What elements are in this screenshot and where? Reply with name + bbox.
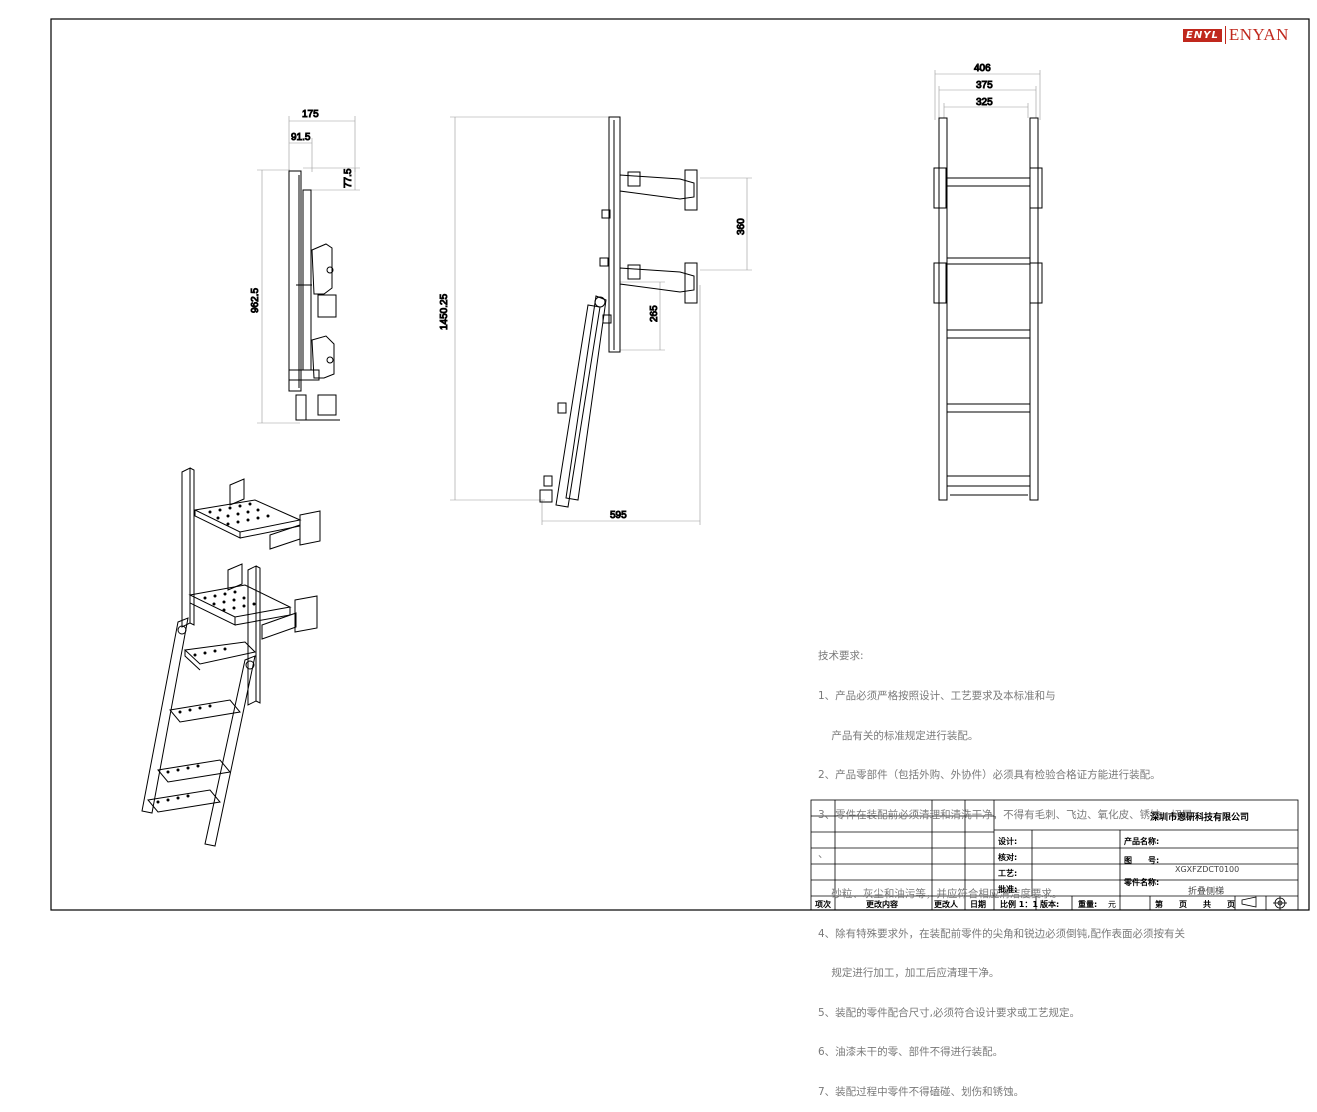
weight-unit: 元 xyxy=(1108,900,1116,909)
notes-heading: 技术要求: xyxy=(818,650,864,663)
dim-bracket-spacing: 360 xyxy=(736,218,747,235)
logo-separator xyxy=(1224,26,1226,44)
dim-front-height: 1450.25 xyxy=(439,293,450,330)
note-line: 2、产品零部件（包括外购、外协件）必须具有检验合格证方能进行装配。 xyxy=(818,769,1161,782)
scale-label: 比例 1：1 xyxy=(1000,900,1038,909)
part-name-label: 零件名称: xyxy=(1124,878,1160,887)
dim-side-offset: 77.5 xyxy=(343,168,354,188)
dim-front-depth: 595 xyxy=(610,510,627,521)
weight-label: 重量: xyxy=(1078,900,1098,909)
dim-back-mid: 375 xyxy=(976,80,993,91)
note-line: 砂粒、灰尘和油污等，并应符合相应清洁度要求。 xyxy=(818,887,1063,900)
part-name: 折叠侧梯 xyxy=(1188,887,1225,897)
page-label: 第 页 共 页 xyxy=(1155,900,1235,909)
note-line: 、 xyxy=(818,848,829,861)
product-name-label: 产品名称: xyxy=(1124,837,1160,846)
isometric-view xyxy=(141,467,321,847)
back-view: 406 375 325 xyxy=(933,63,1043,501)
note-line: 6、油漆未干的零、部件不得进行装配。 xyxy=(818,1046,1004,1059)
company-logo: ENYL ENYAN xyxy=(1183,24,1289,46)
revision-date-header: 日期 xyxy=(970,900,986,909)
note-line: 规定进行加工，加工后应清理干净。 xyxy=(818,967,1000,980)
note-line: 1、产品必须严格按照设计、工艺要求及本标准和与 xyxy=(818,690,1056,702)
note-line: 5、装配的零件配合尺寸,必须符合设计要求或工艺规定。 xyxy=(818,1006,1081,1019)
revision-person-header: 更改人 xyxy=(934,900,958,909)
sheet-border xyxy=(50,18,1310,911)
dim-back-inner: 325 xyxy=(976,97,993,108)
process-label: 工艺: xyxy=(998,869,1018,878)
approve-label: 批准: xyxy=(998,885,1018,894)
front-view: 1450.25 595 360 265 xyxy=(439,116,752,525)
note-line: 3、零件在装配前必须清理和清洗干净，不得有毛刺、飞边、氧化皮、锈蚀、切屑 xyxy=(818,808,1193,821)
version-label: 版本: xyxy=(1040,900,1060,909)
company-name: 深圳市恩研科技有限公司 xyxy=(1150,813,1250,823)
dim-side-height: 962.5 xyxy=(250,288,261,313)
logo-text: ENYAN xyxy=(1228,25,1289,44)
side-view: 175 91.5 77.5 962.5 xyxy=(250,109,360,424)
dim-hinge-height: 265 xyxy=(649,305,660,322)
revision-content-header: 更改内容 xyxy=(866,900,898,909)
logo-badge: ENYL xyxy=(1183,28,1222,42)
dim-side-width: 175 xyxy=(302,109,319,120)
note-line: 产品有关的标准规定进行装配。 xyxy=(818,729,979,742)
dim-back-outer: 406 xyxy=(974,63,991,74)
check-label: 核对: xyxy=(998,853,1018,862)
projection-symbol-icon xyxy=(1241,896,1287,910)
design-label: 设计: xyxy=(998,837,1018,846)
drawing-no-label: 图 号: xyxy=(1124,856,1160,865)
note-line: 7、装配过程中零件不得磕碰、划伤和锈蚀。 xyxy=(818,1085,1025,1098)
dim-side-inner: 91.5 xyxy=(291,132,311,143)
revision-index-header: 项次 xyxy=(815,900,831,909)
drawing-no: XGXFZDCT0100 xyxy=(1175,865,1240,874)
title-block-grid xyxy=(810,799,1299,911)
drawing-sheet: 175 91.5 77.5 962.5 xyxy=(50,18,1310,911)
